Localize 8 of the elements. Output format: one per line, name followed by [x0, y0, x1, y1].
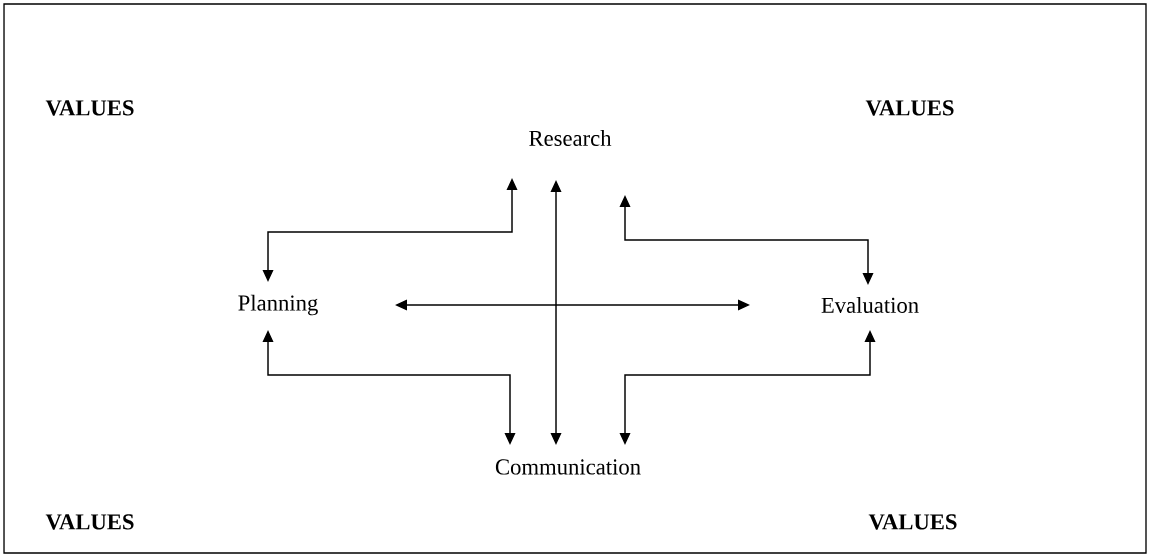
node-label: Communication: [495, 459, 641, 475]
node-label: Evaluation: [821, 297, 919, 313]
corner-label: VALUES: [865, 100, 954, 116]
node-label: Research: [529, 130, 612, 146]
corner-label: VALUES: [45, 514, 134, 530]
node-label: Planning: [238, 294, 318, 316]
corner-label: VALUES: [868, 514, 957, 530]
corner-label: VALUES: [45, 100, 134, 116]
